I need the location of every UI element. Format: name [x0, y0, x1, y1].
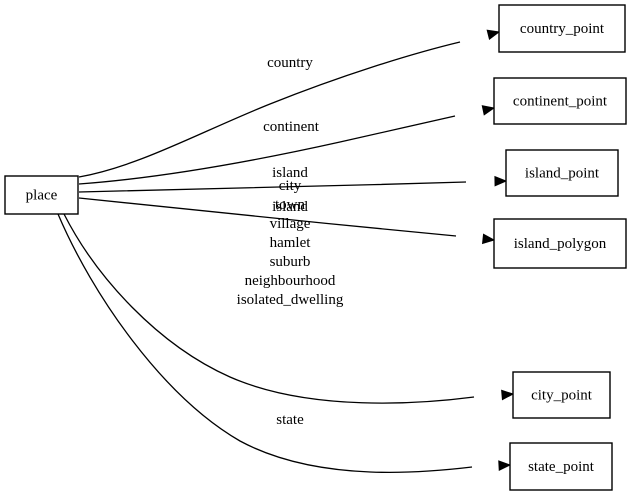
edge-place-island_polygon[interactable]	[78, 197, 457, 237]
edge-place-state_point-label-line: state	[276, 412, 304, 428]
node-country_point-box[interactable]	[498, 4, 626, 53]
edge-place-continent_point[interactable]	[78, 115, 456, 185]
edge-place-island_polygon-arrowhead	[482, 233, 496, 245]
node-island_point-label: island_point	[525, 165, 600, 181]
node-island_point-box[interactable]	[505, 149, 619, 197]
edge-place-city_point-label-line: neighbourhood	[245, 273, 336, 289]
edge-place-island_point-label-line: island	[272, 165, 308, 181]
node-city_point-label: city_point	[531, 387, 593, 403]
edge-place-state_point-label: state	[276, 412, 304, 428]
node-city_point[interactable]: city_point	[512, 371, 611, 419]
edge-place-city_point-label: city town village hamlet suburb neighbourhood…	[237, 178, 344, 308]
edge-place-city_point-label-line: city	[279, 178, 302, 194]
node-continent_point-label: continent_point	[513, 93, 608, 109]
edge-place-continent_point-label: continent	[263, 119, 320, 135]
edge-place-island_polygon-label-line: island	[272, 199, 308, 215]
edge-place-continent_point-arrowhead	[481, 105, 496, 116]
edge-place-city_point-label-line: isolated_dwelling	[237, 292, 344, 308]
node-country_point[interactable]: country_point	[498, 4, 626, 53]
node-place-box[interactable]	[4, 175, 79, 215]
edge-place-city_point-label-line: town	[275, 197, 306, 213]
node-place-label: place	[26, 187, 58, 203]
node-island_polygon-label: island_polygon	[514, 236, 607, 252]
edge-place-city_point-label-line: suburb	[270, 254, 311, 270]
edge-place-island_point[interactable]	[78, 181, 467, 193]
node-place[interactable]: place	[4, 175, 79, 215]
edge-place-city_point-label-line: hamlet	[270, 235, 312, 251]
edge-place-city_point-label-line: village	[270, 216, 311, 232]
edge-place-country_point-arrowhead	[486, 29, 501, 40]
edge-place-state_point-arrowhead	[498, 460, 512, 471]
edge-place-country_point-label: country	[267, 55, 313, 71]
node-city_point-box[interactable]	[512, 371, 611, 419]
edge-place-country_point-label-line: country	[267, 55, 313, 71]
node-continent_point-box[interactable]	[493, 77, 627, 125]
edges-layer	[57, 29, 515, 474]
edge-place-city_point[interactable]	[63, 213, 475, 404]
node-continent_point[interactable]: continent_point	[493, 77, 627, 125]
edge-place-state_point[interactable]	[57, 213, 473, 474]
node-country_point-label: country_point	[520, 21, 605, 37]
edge-place-island_point-arrowhead	[494, 175, 508, 187]
node-state_point[interactable]: state_point	[509, 442, 613, 491]
node-state_point-label: state_point	[528, 459, 595, 475]
edge-place-island_polygon-label: island	[272, 199, 308, 215]
edge-place-continent_point-label-line: continent	[263, 119, 320, 135]
edge-place-island_point-label: island	[272, 165, 308, 181]
edge-place-city_point-arrowhead	[501, 389, 515, 401]
node-island_polygon-box[interactable]	[493, 218, 627, 269]
edge-place-country_point[interactable]	[78, 41, 461, 178]
nodes-layer: place country_point continent_point island_…	[4, 4, 627, 491]
node-island_polygon[interactable]: island_polygon	[493, 218, 627, 269]
node-state_point-box[interactable]	[509, 442, 613, 491]
node-island_point[interactable]: island_point	[505, 149, 619, 197]
